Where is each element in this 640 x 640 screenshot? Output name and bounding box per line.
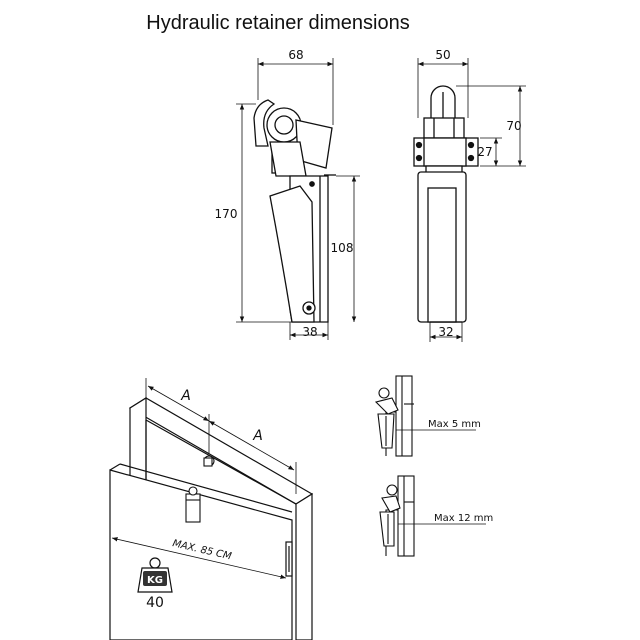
weight-value: 40 bbox=[146, 595, 164, 611]
gap-detail-large bbox=[379, 475, 415, 557]
front-view-dimensions bbox=[417, 58, 526, 342]
side-view-dimensions bbox=[236, 58, 360, 340]
side-view bbox=[253, 99, 336, 323]
page-title: Hydraulic retainer dimensions bbox=[146, 12, 410, 34]
dim-front-height: 70 bbox=[506, 119, 521, 133]
dim-side-base: 38 bbox=[302, 325, 317, 339]
dim-front-offset: 27 bbox=[477, 145, 492, 159]
spacing-label-right: A bbox=[252, 428, 263, 444]
max-width-arrow bbox=[111, 537, 287, 579]
gap-detail-small bbox=[374, 375, 414, 457]
mounted-retainer bbox=[185, 455, 215, 523]
weight-icon bbox=[137, 557, 173, 593]
front-view bbox=[413, 85, 479, 323]
dim-front-width: 50 bbox=[435, 48, 450, 62]
spacing-label-left: A bbox=[180, 388, 191, 404]
dim-side-height: 170 bbox=[215, 207, 238, 221]
dim-side-width: 68 bbox=[288, 48, 303, 62]
dim-front-base: 32 bbox=[438, 325, 453, 339]
weight-badge: KG bbox=[147, 575, 163, 586]
gap-large-label: Max 12 mm bbox=[434, 513, 493, 524]
dim-body-height: 108 bbox=[331, 241, 354, 255]
gap-small-label: Max 5 mm bbox=[428, 419, 481, 430]
spacing-dimension bbox=[145, 378, 297, 494]
